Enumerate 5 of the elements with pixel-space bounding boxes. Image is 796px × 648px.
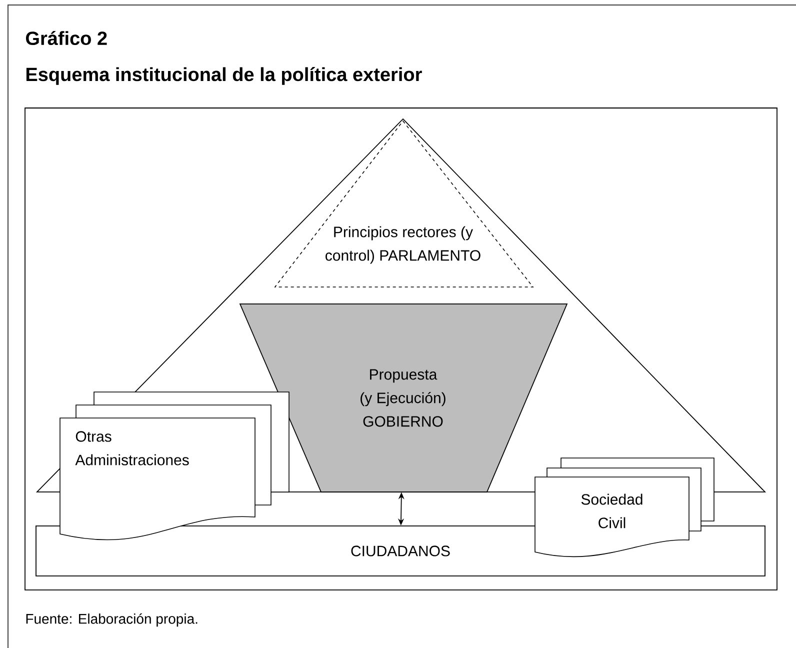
- document-stack: Sociedad Civil: [534, 458, 714, 557]
- figure-number: Gráfico 2: [26, 30, 107, 46]
- document-stack: Otras Administraciones: [60, 392, 290, 540]
- title: Esquema institucional de la política exterior: [26, 67, 422, 85]
- caption: Fuente: Elaboración propia.: [26, 613, 198, 627]
